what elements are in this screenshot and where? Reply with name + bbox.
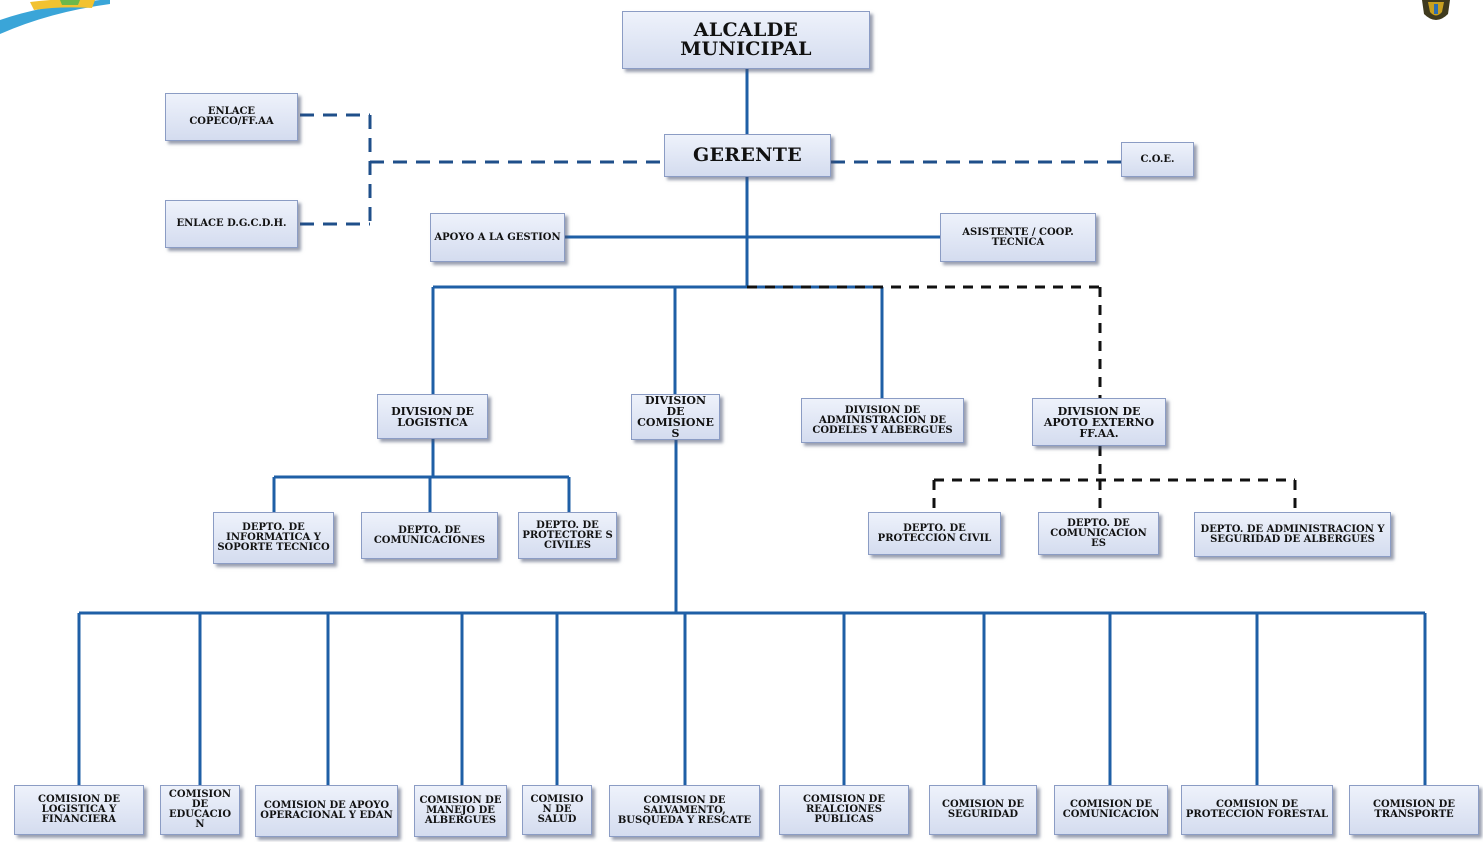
depto-comunicaciones-box: DEPTO. DE COMUNICACIONES <box>361 512 498 559</box>
comision-salvamento-box: COMISION DE SALVAMENTO, BUSQUEDA Y RESCA… <box>609 785 760 837</box>
division-apoyo-externo-box: DIVISION DE APOTO EXTERNO FF.AA. <box>1032 398 1166 446</box>
apoyo-gestion-box: APOYO A LA GESTION <box>430 213 565 262</box>
gerente-box: GERENTE <box>664 134 831 177</box>
depto-administracion-albergues-box: DEPTO. DE ADMINISTRACION Y SEGURIDAD DE … <box>1194 512 1391 557</box>
division-logistica-box: DIVISION DE LOGISTICA <box>377 394 488 439</box>
comision-apoyo-operacional-box: COMISION DE APOYO OPERACIONAL Y EDAN <box>255 785 398 837</box>
comision-manejo-albergues-box: COMISION DE MANEJO DE ALBERGUES <box>414 785 507 837</box>
comision-relaciones-publicas-box: COMISION DE REALCIONES PUBLICAS <box>779 785 909 835</box>
shield-emblem-icon <box>1422 0 1450 20</box>
comision-salud-box: COMISIO N DE SALUD <box>522 785 592 835</box>
enlace-copeco-box: ENLACE COPECO/FF.AA <box>165 93 298 141</box>
depto-informatica-box: DEPTO. DE INFORMATICA Y SOPORTE TECNICO <box>213 512 334 564</box>
division-comisiones-box: DIVISION DE COMISIONE S <box>631 394 720 440</box>
comision-proteccion-forestal-box: COMISION DE PROTECCION FORESTAL <box>1181 785 1333 835</box>
comision-logistica-box: COMISION DE LOGISTICA Y FINANCIERA <box>14 785 144 835</box>
coe-box: C.O.E. <box>1121 142 1194 177</box>
alcalde-municipal-box: ALCALDE MUNICIPAL <box>622 11 870 69</box>
enlace-dgcdh-box: ENLACE D.G.C.D.H. <box>165 200 298 248</box>
municipal-logo-icon <box>0 0 110 34</box>
comision-comunicacion-box: COMISION DE COMUNICACION <box>1054 785 1168 835</box>
comision-transporte-box: COMISION DE TRANSPORTE <box>1349 785 1479 835</box>
depto-proteccion-civil-box: DEPTO. DE PROTECCION CIVIL <box>868 512 1001 555</box>
division-administracion-box: DIVISION DE ADMINISTRACION DE CODELES Y … <box>801 398 964 443</box>
asistente-coop-tecnica-box: ASISTENTE / COOP. TECNICA <box>940 213 1096 262</box>
depto-protectores-civiles-box: DEPTO. DE PROTECTORE S CIVILES <box>518 512 617 559</box>
comision-educacion-box: COMISION DE EDUCACIO N <box>160 785 240 835</box>
comision-seguridad-box: COMISION DE SEGURIDAD <box>929 785 1037 835</box>
depto-comunicaciones-externo-box: DEPTO. DE COMUNICACION ES <box>1038 512 1159 555</box>
